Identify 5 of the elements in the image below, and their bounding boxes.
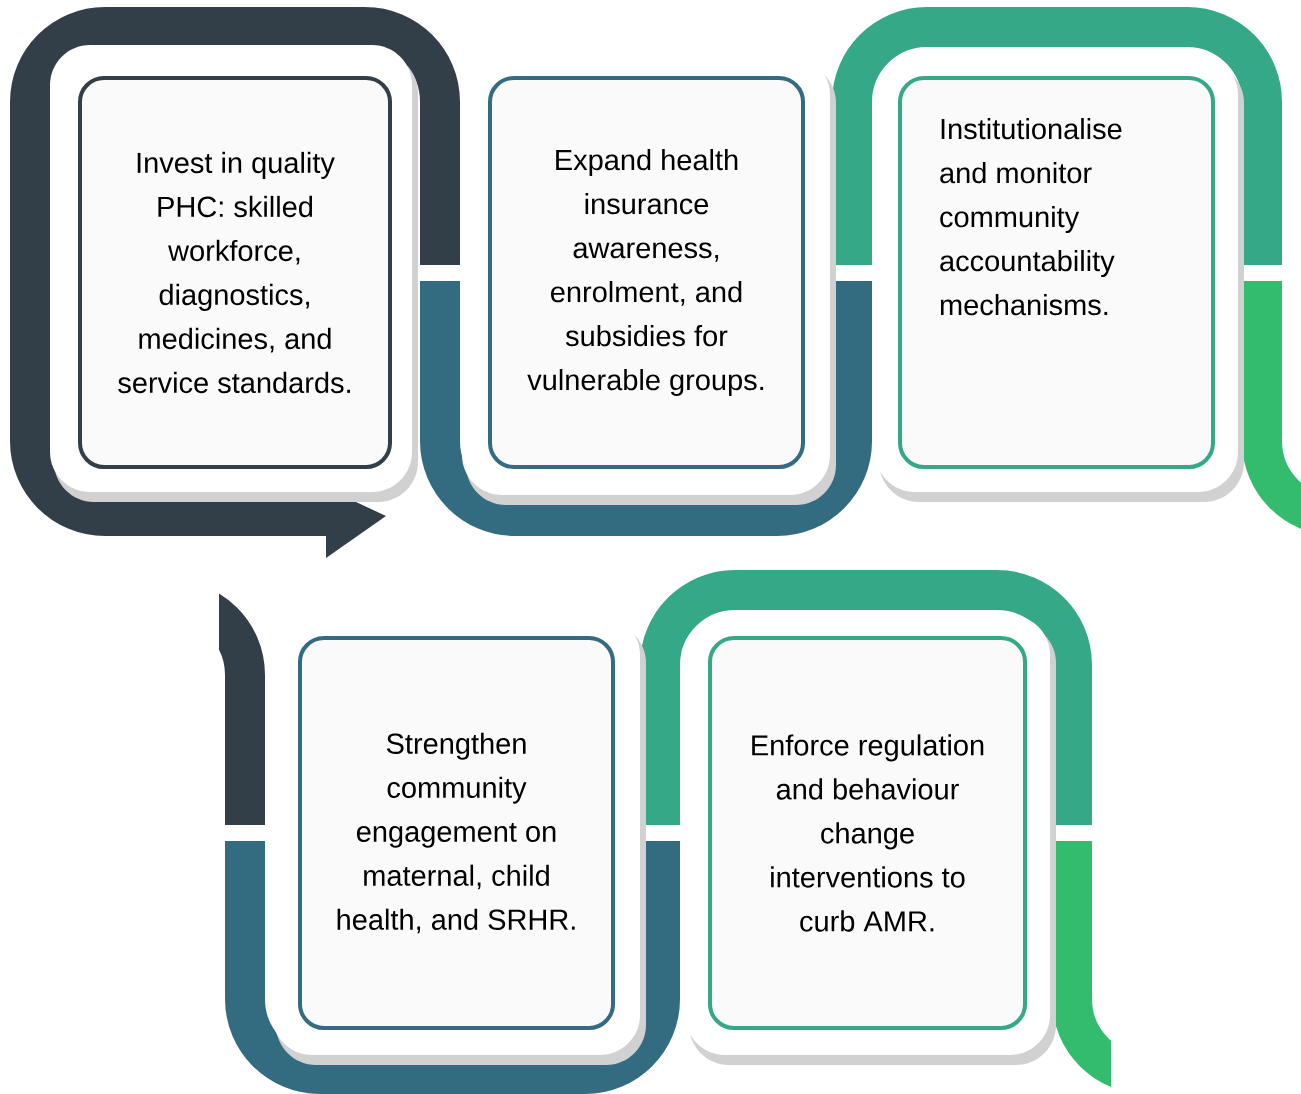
text-box: Expand health insurance awareness, enrolment, and subsidies for vulnerable groups. — [488, 76, 805, 469]
text-box: Invest in quality PHC: skilled workforce, diagnostics, medicines, and service standards. — [78, 76, 392, 469]
text-box: Institutionalise and monitor community accountability mechanisms. — [898, 76, 1215, 469]
text-box: Enforce regulation and behaviour change interventions to curb AMR. — [708, 636, 1027, 1030]
text-box: Strengthen community engagement on maternal, child health, and SRHR. — [298, 636, 615, 1030]
